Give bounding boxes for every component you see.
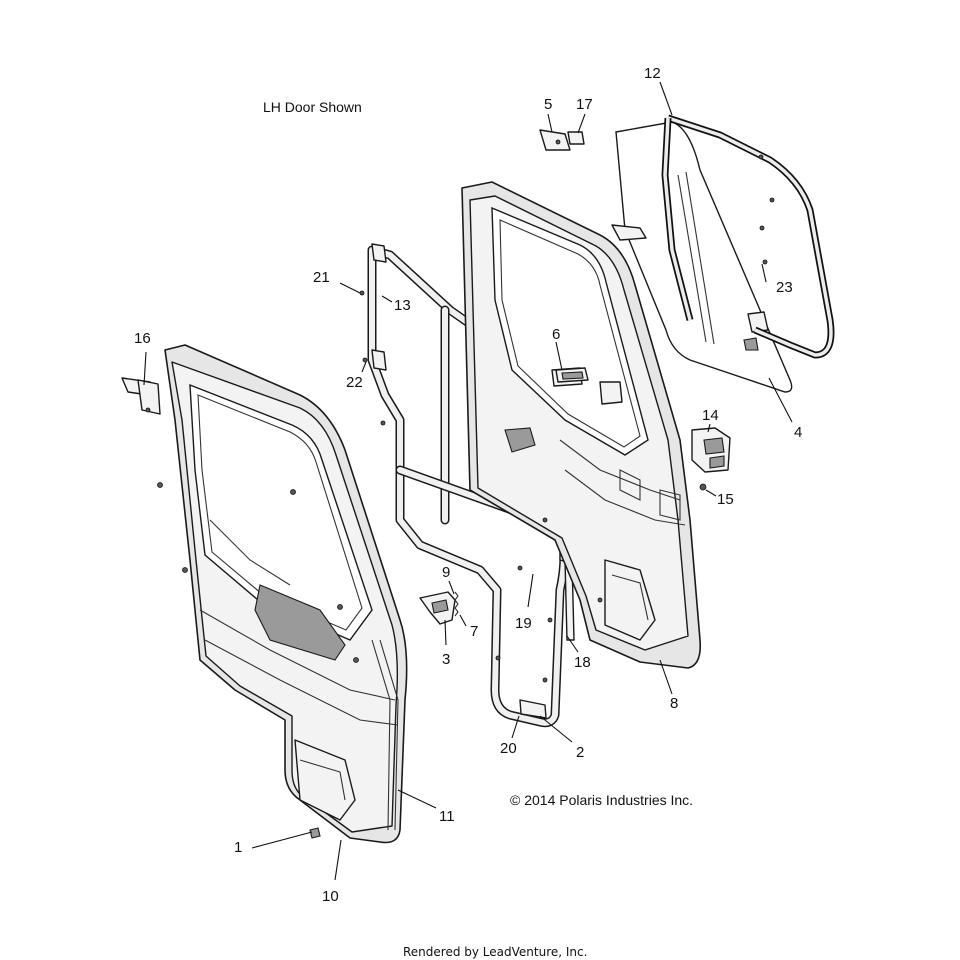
handle-6 bbox=[555, 367, 623, 405]
hinge-17 bbox=[567, 131, 585, 145]
callout-18: 18 bbox=[574, 654, 591, 671]
outer-door-panel bbox=[157, 344, 408, 844]
callout-6: 6 bbox=[552, 326, 560, 343]
callout-11: 11 bbox=[439, 808, 455, 825]
callout-5: 5 bbox=[544, 96, 552, 113]
spring-7 bbox=[454, 591, 459, 617]
callout-2: 2 bbox=[576, 744, 584, 761]
callout-7: 7 bbox=[470, 623, 478, 640]
screw-1 bbox=[309, 827, 321, 839]
screw-15 bbox=[699, 483, 707, 491]
callout-4: 4 bbox=[794, 424, 802, 441]
callout-9: 9 bbox=[442, 564, 450, 581]
callout-14: 14 bbox=[702, 407, 719, 424]
window-seal bbox=[661, 114, 835, 359]
callout-22: 22 bbox=[346, 374, 363, 391]
latch-14 bbox=[691, 427, 731, 473]
callout-20: 20 bbox=[500, 740, 517, 757]
leader-lines bbox=[143, 81, 793, 881]
latch-3 bbox=[419, 591, 456, 625]
hinge-5 bbox=[539, 129, 571, 151]
callout-21: 21 bbox=[313, 269, 330, 286]
footer-credit: Rendered by LeadVenture, Inc. bbox=[403, 945, 587, 959]
callout-13: 13 bbox=[394, 297, 411, 314]
callout-19: 19 bbox=[515, 615, 532, 632]
callout-8: 8 bbox=[670, 695, 678, 712]
callout-16: 16 bbox=[134, 330, 151, 347]
lh-door-note: LH Door Shown bbox=[263, 99, 362, 115]
callout-1: 1 bbox=[234, 839, 242, 856]
callout-10: 10 bbox=[322, 888, 339, 905]
hinge-16 bbox=[121, 377, 161, 415]
copyright-text: © 2014 Polaris Industries Inc. bbox=[510, 792, 693, 808]
callout-15: 15 bbox=[717, 491, 734, 508]
callout-3: 3 bbox=[442, 651, 450, 668]
callouts: 1 2 3 4 5 6 7 8 9 10 11 12 13 14 15 16 1… bbox=[134, 65, 802, 905]
callout-12: 12 bbox=[644, 65, 661, 82]
callout-17: 17 bbox=[576, 96, 593, 113]
window-glass bbox=[611, 121, 793, 393]
callout-23: 23 bbox=[776, 279, 793, 296]
